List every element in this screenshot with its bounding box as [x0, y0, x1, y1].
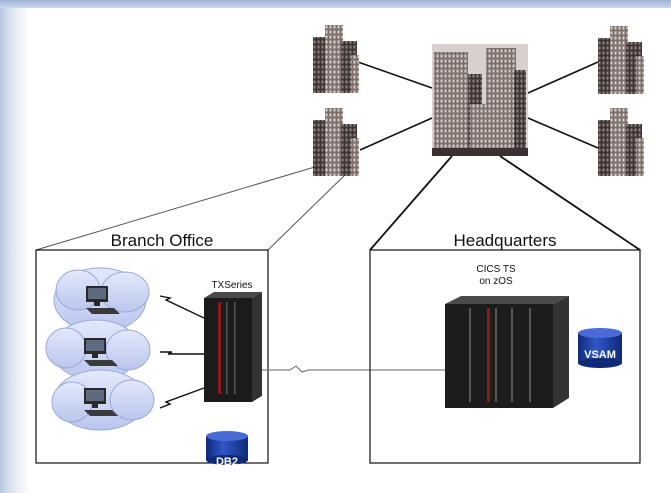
skyline-icon — [432, 44, 528, 156]
server-icon — [204, 292, 262, 402]
building-icon — [313, 25, 359, 93]
database-icon — [578, 328, 622, 368]
computer-icon — [84, 338, 118, 366]
branch-office-box — [35, 249, 269, 464]
computer-icon — [86, 286, 120, 314]
slide-top-bar — [0, 0, 671, 8]
building-icon — [598, 108, 644, 176]
headquarters-box — [369, 249, 641, 464]
computer-icon — [84, 388, 118, 416]
building-icon — [598, 26, 644, 94]
database-icon — [206, 431, 248, 465]
hq-funnel-lines — [369, 155, 641, 251]
cics-label-line1: CICS TS — [476, 264, 516, 275]
building-links — [357, 61, 599, 151]
cics-label-line2: on zOS — [479, 276, 513, 287]
building-icon — [313, 108, 359, 176]
branch-office-title: Branch Office — [111, 231, 214, 250]
server-icon — [445, 296, 569, 408]
wireless-links — [159, 295, 205, 409]
txseries-label: TXSeries — [211, 280, 252, 291]
db2-label: DB2 — [216, 456, 238, 468]
funnel-lines — [35, 165, 349, 251]
headquarters-title: Headquarters — [453, 231, 556, 250]
server-link — [262, 365, 445, 373]
vsam-label: VSAM — [584, 349, 616, 361]
